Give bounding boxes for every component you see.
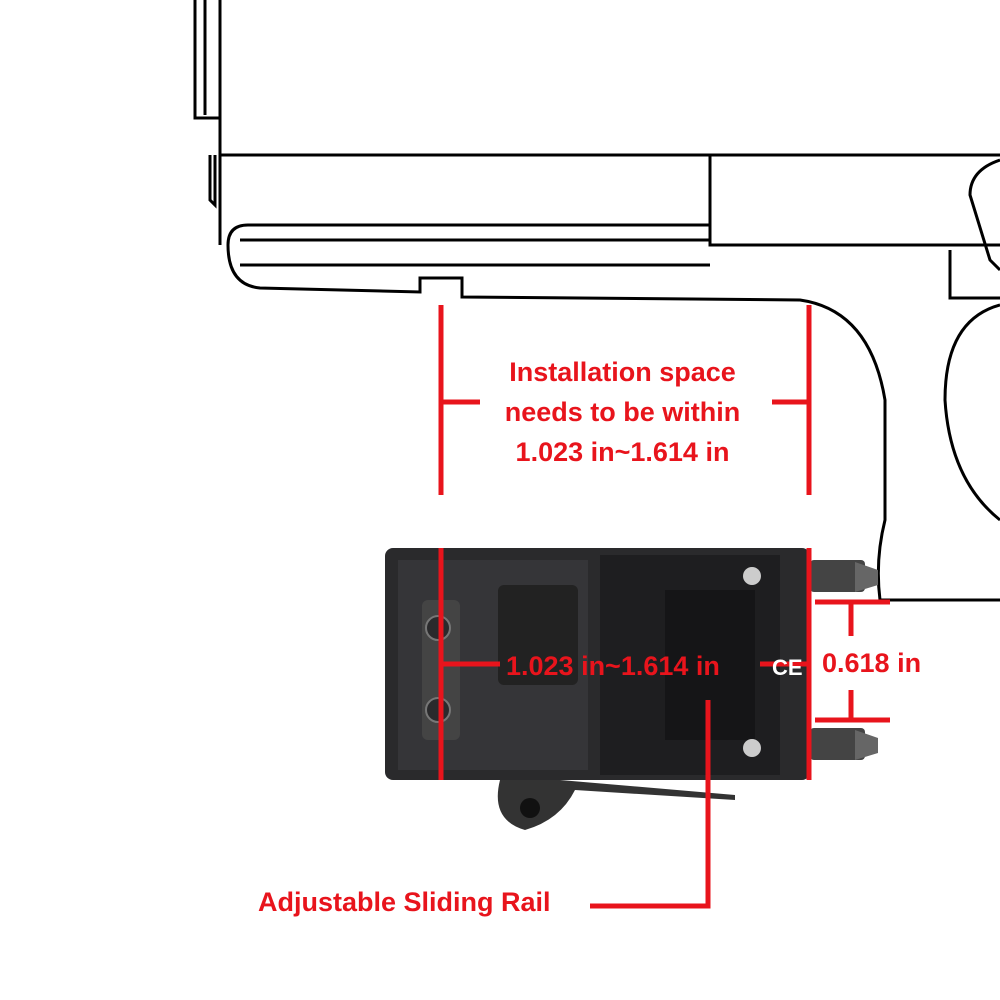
ce-mark-logo: CE xyxy=(772,655,803,680)
device-range-label: 1.023 in~1.614 in xyxy=(506,651,720,681)
install-line-3: 1.023 in~1.614 in xyxy=(515,437,730,467)
dimension-lines xyxy=(438,305,890,909)
install-line-2: needs to be within xyxy=(504,397,741,427)
install-line-1: Installation space xyxy=(509,357,736,387)
screw-icon xyxy=(743,739,761,757)
screw-icon xyxy=(743,567,761,585)
rail-height-label: 0.618 in xyxy=(822,648,922,678)
light-device xyxy=(385,548,878,830)
sliding-rail-label: Adjustable Sliding Rail xyxy=(258,887,551,917)
installation-space-label: Installation space needs to be within 1.… xyxy=(460,352,785,472)
pistol-outline xyxy=(193,0,1000,602)
